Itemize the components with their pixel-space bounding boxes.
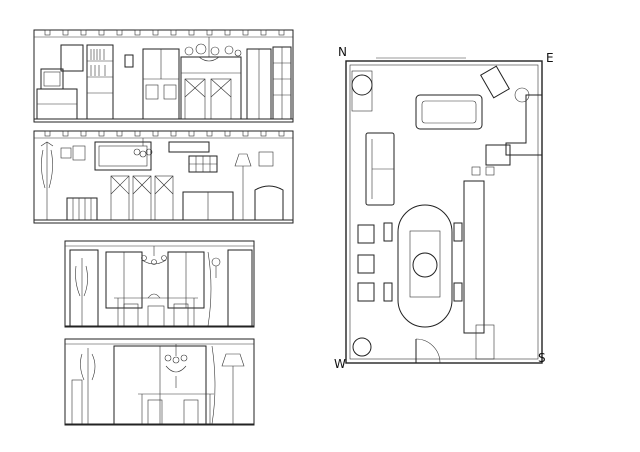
- armchair: [485, 144, 511, 166]
- compass-east-label: E: [546, 51, 554, 65]
- wall-sconce: [211, 257, 221, 278]
- compass-south-label: S: [538, 351, 546, 365]
- radiator: [66, 197, 98, 221]
- elevation-south-wall: [64, 240, 255, 328]
- chandelier-icon: [141, 246, 167, 265]
- door-swing-icon: [415, 338, 441, 364]
- dining-table: [114, 293, 198, 326]
- elevation-east-wall: [64, 338, 255, 426]
- cornice: [34, 29, 293, 38]
- dining-chairs: [110, 175, 174, 221]
- air-conditioner: [168, 141, 210, 153]
- cabinet: [351, 70, 373, 112]
- floor-lamp: [221, 353, 245, 424]
- elevation-west-wall: [33, 130, 294, 224]
- small-frame: [258, 151, 274, 167]
- elevation-north-wall: [33, 29, 294, 123]
- dining-chairs: [147, 399, 199, 425]
- coat-rack-icon: [40, 141, 54, 220]
- compass-west-label: W: [334, 357, 346, 371]
- cornice: [34, 130, 293, 139]
- door-frame: [227, 249, 253, 327]
- curtain: [211, 345, 216, 425]
- chandelier-icon: [133, 138, 153, 158]
- picture-frame: [60, 44, 84, 72]
- small-frame: [72, 145, 86, 161]
- corner-cabinet: [505, 94, 543, 156]
- dining-chairs: [357, 222, 463, 302]
- wall-sconce: [124, 54, 134, 68]
- dining-chairs: [123, 303, 189, 327]
- sideboard: [463, 180, 485, 334]
- chandelier-icon: [164, 344, 188, 388]
- compass-north-label: N: [338, 45, 347, 59]
- dining-table: [397, 204, 453, 328]
- coffee-table: [415, 94, 483, 130]
- sofa: [365, 132, 395, 206]
- bench: [475, 324, 495, 360]
- floor-plan: [345, 57, 543, 364]
- dining-table: [138, 393, 214, 424]
- floor-lamp: [234, 153, 252, 220]
- small-frame: [60, 147, 72, 159]
- plant-pot: [352, 337, 372, 357]
- mirror: [94, 141, 152, 171]
- door-frame: [69, 249, 99, 327]
- centerpiece: [412, 252, 438, 278]
- armchair: [480, 65, 510, 99]
- curtain: [207, 251, 212, 327]
- outer-wall: [345, 60, 543, 364]
- ladder: [71, 379, 83, 425]
- armchair: [254, 185, 284, 221]
- chandelier-icon: [198, 37, 220, 62]
- table-runner: [409, 230, 441, 298]
- coat-rack-icon: [78, 348, 98, 425]
- dining-chairs: [184, 78, 232, 120]
- coat-rack-icon: [75, 258, 88, 326]
